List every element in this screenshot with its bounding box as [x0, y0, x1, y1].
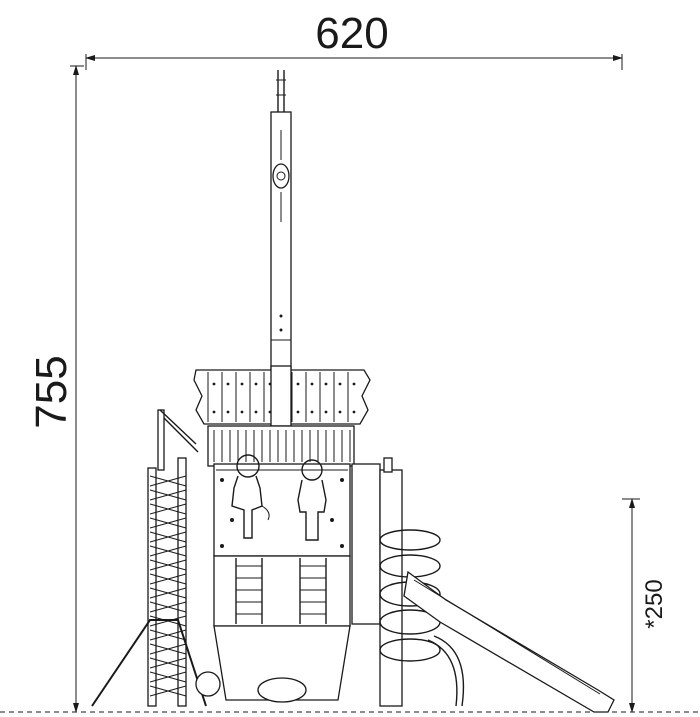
net-rope: [149, 489, 187, 501]
dog-figure: [231, 454, 270, 539]
roof-bolt: [240, 410, 244, 414]
roof: [193, 365, 371, 427]
height-label: 755: [27, 355, 76, 428]
climbing-panels: [213, 454, 351, 557]
roof-bolt: [254, 382, 258, 386]
roof-bolt: [254, 410, 258, 414]
roof-bolt: [310, 410, 314, 414]
roof-bolt: [296, 410, 300, 414]
roof-bolt: [338, 382, 342, 386]
roof-bolt: [240, 382, 244, 386]
net-rope: [149, 685, 187, 697]
pirate-figure: [297, 459, 327, 541]
lower-structure: [195, 555, 351, 703]
roof-bolt: [352, 410, 356, 414]
roof-bolt: [324, 410, 328, 414]
roof-bolt: [338, 410, 342, 414]
roof-bolt: [226, 410, 230, 414]
spiral-loop: [379, 638, 441, 662]
width-label: 620: [315, 9, 388, 58]
slide-height-label: *250: [641, 579, 668, 628]
slide-height-dimension: *250: [622, 498, 668, 713]
upper-railing: [207, 425, 355, 467]
net-rope: [149, 503, 187, 515]
roof-bolt: [212, 382, 216, 386]
net-rope: [149, 545, 187, 557]
net-rope: [149, 531, 187, 543]
net-rope: [149, 601, 187, 613]
net-rope: [149, 643, 187, 655]
roof-bolt: [324, 382, 328, 386]
roof-bolt: [226, 382, 230, 386]
panel-bolt: [220, 544, 224, 548]
net-rope: [149, 629, 187, 641]
net-rope: [149, 475, 187, 487]
net-rope: [149, 517, 187, 529]
roof-bolt: [352, 382, 356, 386]
net-rope: [149, 573, 187, 585]
panel-bolt: [220, 478, 224, 482]
roof-bolt: [212, 410, 216, 414]
panel-bolt: [340, 544, 344, 548]
net-rope: [149, 587, 187, 599]
panel-bolt: [230, 518, 234, 522]
roof-bolt: [296, 382, 300, 386]
panel-bolt: [330, 518, 334, 522]
net-rope: [149, 559, 187, 571]
left-tower: [91, 409, 207, 707]
width-dimension: 620: [85, 9, 623, 70]
right-tower: [351, 457, 403, 707]
roof-bolt: [310, 382, 314, 386]
net-rope: [149, 671, 187, 683]
spiral-loop: [379, 529, 441, 551]
height-dimension: 755: [27, 65, 84, 713]
net-rope: [149, 657, 187, 669]
slide: [379, 529, 615, 713]
panel-bolt: [340, 478, 344, 482]
